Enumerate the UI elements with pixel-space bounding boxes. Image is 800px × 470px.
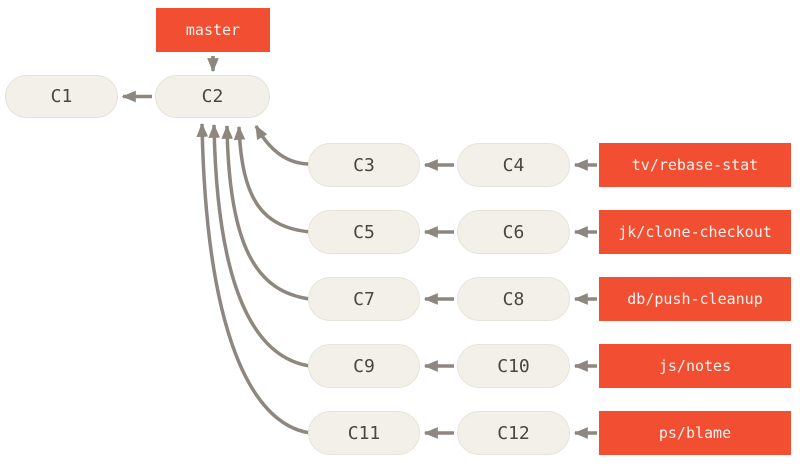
commit-node-c10: C10 bbox=[457, 344, 570, 388]
commit-node-c1: C1 bbox=[5, 75, 118, 118]
arrow-c7-to-c2 bbox=[221, 124, 311, 301]
branch-label-tv-rebase-stat: tv/rebase-stat bbox=[599, 143, 791, 187]
commit-node-c5: C5 bbox=[308, 210, 420, 254]
commit-node-c9: C9 bbox=[308, 344, 420, 388]
commit-node-c8: C8 bbox=[457, 277, 570, 321]
branch-label-jk-clone-checkout: jk/clone-checkout bbox=[599, 210, 791, 254]
commit-node-c4: C4 bbox=[457, 143, 570, 187]
commit-node-c7: C7 bbox=[308, 277, 420, 321]
branch-label-db-push-cleanup: db/push-cleanup bbox=[599, 277, 791, 321]
branch-label-js-notes: js/notes bbox=[599, 344, 791, 388]
commit-node-c11: C11 bbox=[308, 411, 420, 455]
arrow-c3-to-c2 bbox=[254, 124, 311, 166]
branch-label-master: master bbox=[156, 8, 270, 52]
commit-node-c6: C6 bbox=[457, 210, 570, 254]
arrow-c11-to-c2 bbox=[196, 122, 311, 435]
branch-label-ps-blame: ps/blame bbox=[599, 411, 791, 455]
commit-node-c2: C2 bbox=[155, 75, 270, 118]
arrow-c9-to-c2 bbox=[208, 123, 311, 368]
arrow-c5-to-c2 bbox=[233, 125, 311, 234]
commit-node-c12: C12 bbox=[457, 411, 570, 455]
commit-node-c3: C3 bbox=[308, 143, 420, 187]
